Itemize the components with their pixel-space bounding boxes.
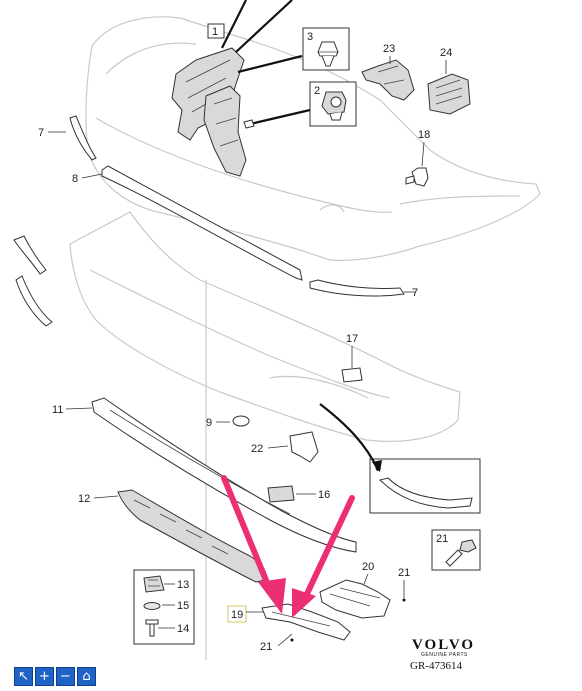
part-6-reflector-trim [379, 477, 473, 509]
highlight-arrows [221, 475, 355, 618]
svg-text:GENUINE PARTS: GENUINE PARTS [421, 652, 468, 658]
callout-13: 13 [177, 579, 189, 591]
plus-icon: + [39, 669, 50, 684]
part-24-grille [427, 73, 471, 115]
callout-2: 2 [314, 85, 320, 97]
washer-icon [143, 602, 161, 610]
bolt-point [402, 598, 406, 602]
callout-19: 19 [231, 609, 243, 621]
home-button[interactable]: ⌂ [77, 667, 96, 686]
nut-icon [321, 91, 347, 121]
callout-12: 12 [78, 493, 90, 505]
callout-7b: 7 [412, 287, 418, 299]
part-11-energy-absorber [91, 397, 357, 553]
callout-16: 16 [318, 489, 330, 501]
callout-15: 15 [177, 600, 189, 612]
part-7-trim-strip-left [69, 115, 97, 161]
callout-9: 9 [206, 417, 212, 429]
part-7-trim-strip-right [309, 279, 405, 297]
screw-icon [145, 619, 159, 637]
callout-22: 22 [251, 443, 263, 455]
part-8-long-trim [101, 165, 303, 281]
part-18-sensor-bracket [405, 167, 429, 187]
svg-text:VOLVO: VOLVO [412, 637, 475, 653]
callout-24: 24 [440, 47, 452, 59]
left-bracket-parts [13, 235, 53, 327]
volvo-logo: VOLVO GENUINE PARTS [412, 637, 475, 658]
viewer-toolbar: ↖ + − ⌂ [14, 667, 96, 686]
callout-20: 20 [362, 561, 374, 573]
nut-location [243, 119, 255, 129]
callout-3: 3 [307, 31, 313, 43]
diagram-reference: GR-473614 [410, 660, 462, 672]
bolt-icon [445, 539, 477, 567]
clip-nut-icon [143, 575, 165, 593]
zoom-out-button[interactable]: − [56, 667, 75, 686]
part-23-bracket [361, 59, 415, 101]
part-9-plug [232, 415, 250, 427]
callout-8: 8 [72, 173, 78, 185]
callout-18: 18 [418, 129, 430, 141]
pointer-tool-button[interactable]: ↖ [14, 667, 33, 686]
lower-bumper-outline [69, 211, 461, 660]
callout-11: 11 [52, 404, 63, 416]
part-22-bracket [289, 431, 319, 463]
home-icon: ⌂ [82, 669, 91, 684]
callout-23: 23 [383, 43, 395, 55]
part-16-clip [267, 485, 295, 503]
callout-box-19 [227, 605, 247, 623]
cursor-icon: ↖ [18, 669, 29, 684]
callout-21a: 21 [436, 533, 448, 545]
callout-14: 14 [177, 623, 189, 635]
callout-21c: 21 [260, 641, 272, 653]
callout-17: 17 [346, 333, 358, 345]
callout-7a: 7 [38, 127, 44, 139]
minus-icon: − [60, 669, 71, 684]
part-17-clip [341, 367, 363, 383]
bumper-cover-outline [85, 16, 541, 261]
part-1-mounting-bracket [171, 47, 247, 177]
bolt-point-2 [290, 638, 294, 642]
zoom-in-button[interactable]: + [35, 667, 54, 686]
callout-box-1 [207, 23, 225, 39]
part-20-bracket [319, 579, 391, 619]
callout-21b: 21 [398, 567, 410, 579]
callout-1: 1 [212, 26, 218, 38]
clip-icon [317, 41, 339, 67]
